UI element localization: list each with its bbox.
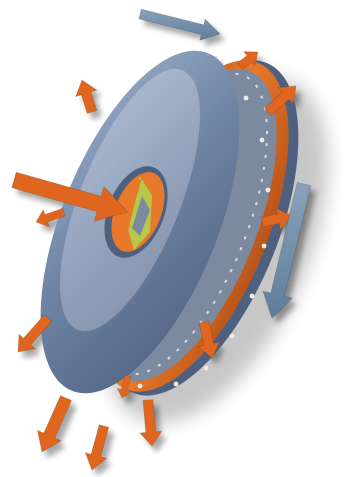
rim-bolt (266, 188, 271, 193)
rim-bolt (250, 294, 255, 299)
rim-bolt (174, 382, 179, 387)
rim-bolt (230, 334, 235, 339)
rim-bolt (244, 96, 249, 101)
rim-bolt (204, 366, 209, 371)
rim-bolt (260, 138, 265, 143)
rim-bolt (138, 384, 143, 389)
rim-bolt (262, 244, 267, 249)
